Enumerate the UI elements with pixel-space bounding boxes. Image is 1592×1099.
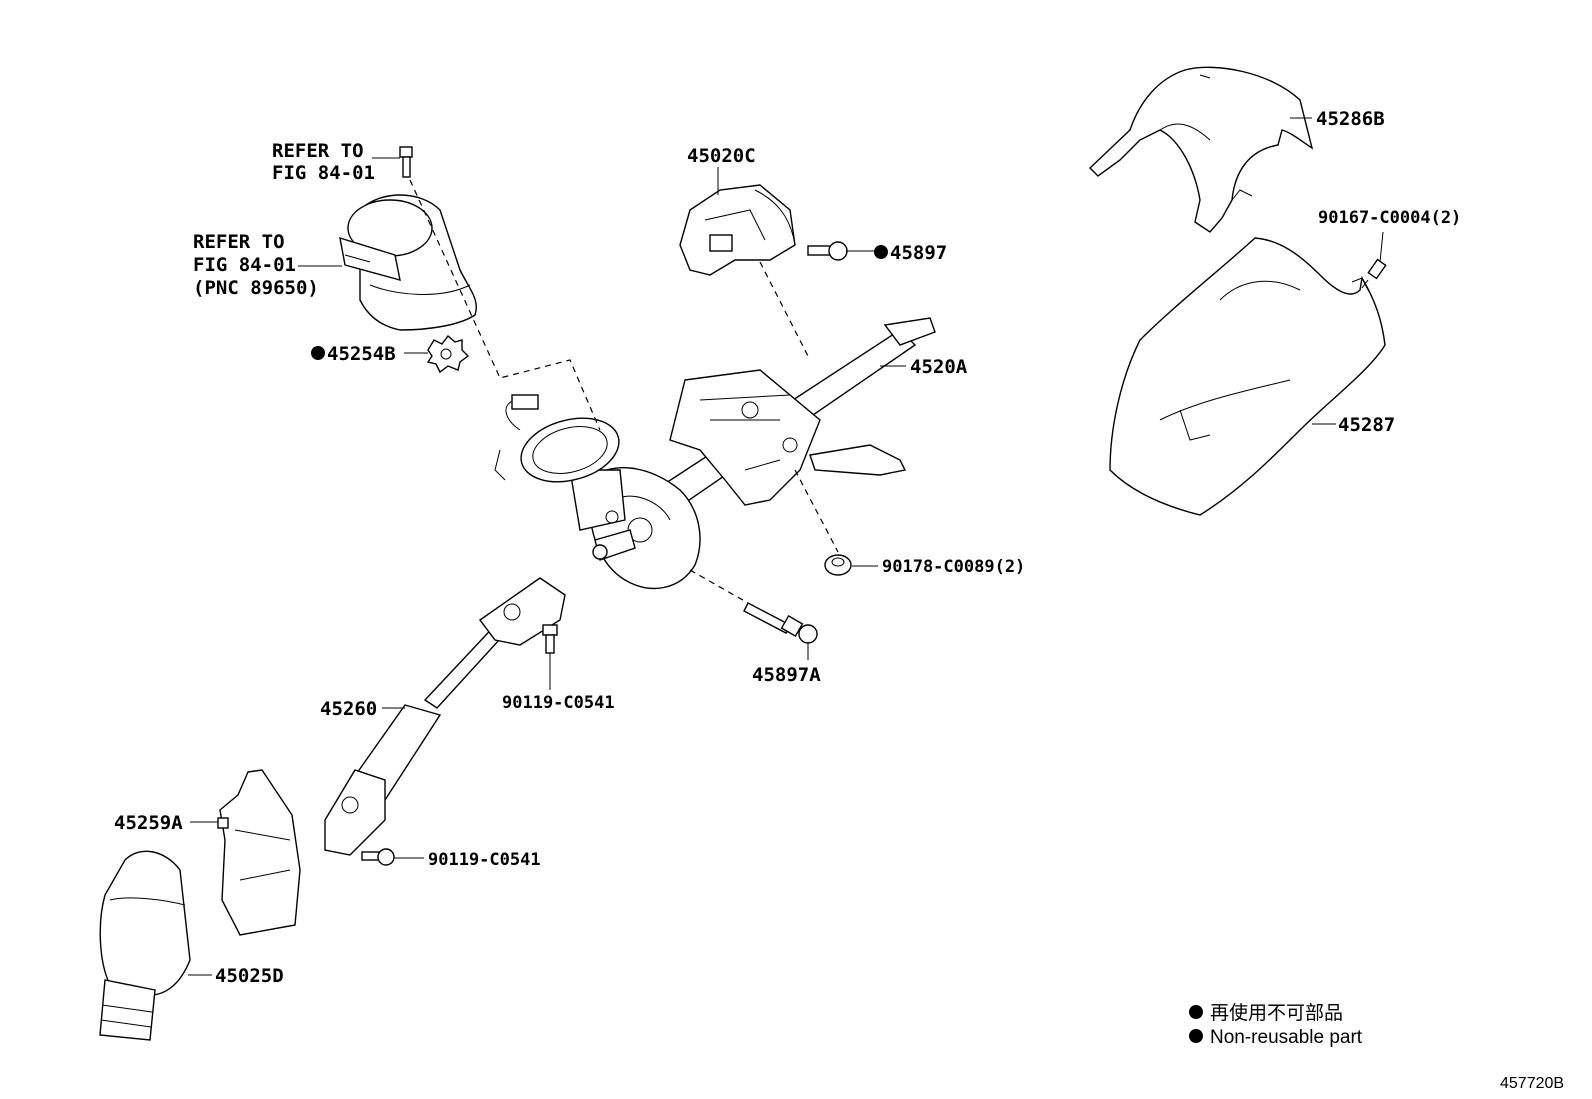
nut-90178[interactable] (824, 554, 852, 576)
label-refer-top-2: FIG 84-01 (272, 162, 375, 184)
label-45287[interactable]: 45287 (1338, 414, 1395, 436)
label-45025D[interactable]: 45025D (215, 965, 284, 987)
shear-bolt-45897[interactable] (807, 241, 848, 261)
steering-column-assembly[interactable] (569, 317, 936, 590)
lower-column-cover[interactable] (1109, 237, 1386, 516)
leader-lines (188, 117, 1384, 976)
label-45897[interactable]: 45897 (890, 242, 947, 264)
label-90119-lower[interactable]: 90119-C0541 (428, 850, 541, 870)
steering-lock-45020C[interactable] (679, 184, 796, 276)
label-90119-upper[interactable]: 90119-C0541 (502, 693, 615, 713)
label-refer-mid-3: (PNC 89650) (193, 277, 319, 299)
bolt-45897A[interactable] (743, 602, 818, 644)
label-4520A[interactable]: 4520A (910, 356, 968, 378)
dust-boot-45025D[interactable] (99, 850, 191, 1041)
intermediate-shaft-45260[interactable] (324, 577, 566, 856)
non-reusable-mark-45897 (874, 245, 888, 259)
bolt-90119-lower[interactable] (361, 848, 395, 866)
spiral-cable-screw[interactable] (399, 146, 413, 178)
label-45259A[interactable]: 45259A (114, 812, 183, 834)
legend-text-en: Non-reusable part (1210, 1027, 1363, 1048)
label-refer-mid-2: FIG 84-01 (193, 254, 296, 276)
label-45260[interactable]: 45260 (320, 698, 377, 720)
figure-id: 457720B (1500, 1075, 1564, 1092)
spiral-cable[interactable] (339, 194, 477, 331)
label-45286B[interactable]: 45286B (1316, 108, 1385, 130)
label-refer-mid-1: REFER TO (193, 231, 285, 253)
hole-cover-45259A[interactable] (217, 769, 301, 936)
legend-dot-en (1189, 1029, 1203, 1043)
legend-dot-jp (1189, 1005, 1203, 1019)
label-45254B[interactable]: 45254B (327, 343, 396, 365)
screw-90167[interactable] (1361, 258, 1387, 289)
legend-text-jp: 再使用不可部品 (1210, 1002, 1343, 1024)
label-refer-top-1: REFER TO (272, 140, 364, 162)
steering-sensor-ring[interactable] (494, 394, 626, 492)
upper-column-cover[interactable] (1088, 66, 1314, 233)
bolt-90119-upper[interactable] (542, 624, 558, 654)
legend: 再使用不可部品 Non-reusable part (1189, 1002, 1363, 1048)
reference-lines (409, 179, 839, 604)
gear-45254B[interactable] (426, 334, 470, 374)
label-90167[interactable]: 90167-C0004(2) (1318, 208, 1461, 228)
non-reusable-mark-45254B (311, 346, 325, 360)
label-45020C[interactable]: 45020C (687, 145, 756, 167)
label-90178[interactable]: 90178-C0089(2) (882, 557, 1025, 577)
label-45897A[interactable]: 45897A (752, 664, 821, 686)
